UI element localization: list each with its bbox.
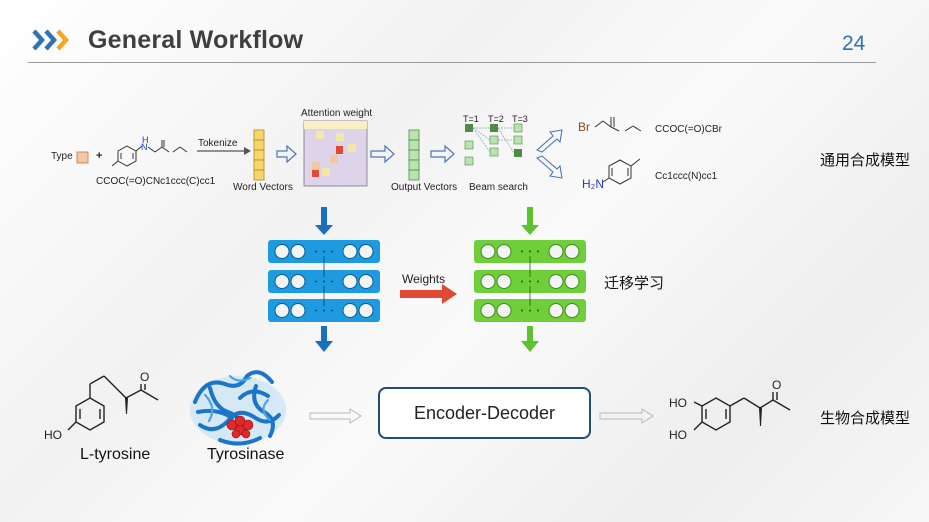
- input-molecule-structure: [111, 140, 188, 167]
- amine-h-label: H: [142, 135, 149, 145]
- hollow-arrow: [599, 408, 654, 424]
- product2-structure: [602, 158, 641, 185]
- weights-label: Weights: [402, 272, 446, 286]
- input-smiles: CCOC(=O)CNc1ccc(C)cc1: [96, 176, 216, 187]
- down-arrow-green-top: [521, 207, 539, 235]
- wedge-bond: [759, 408, 762, 426]
- hollow-arrow: [276, 144, 297, 164]
- product1-structure: [594, 117, 642, 132]
- bio-product-structure: [693, 392, 791, 431]
- beam-step-3: T=3: [512, 114, 528, 124]
- product2-smiles: Cc1ccc(N)cc1: [655, 171, 718, 182]
- tyrosinase-protein-icon: [190, 370, 286, 446]
- hollow-arrow: [370, 144, 395, 164]
- down-arrow-green-bottom: [521, 326, 539, 352]
- hollow-arrow-down: [535, 155, 563, 179]
- product-ketone-o: O: [772, 378, 782, 392]
- substrate-label: L-tyrosine: [80, 446, 151, 463]
- chevron-icon: [32, 29, 70, 51]
- source-network: [268, 240, 380, 322]
- word-vectors-label: Word Vectors: [233, 182, 293, 193]
- attention-label: Attention weight: [301, 108, 373, 119]
- beam-step-2: T=2: [488, 114, 504, 124]
- wedge-bond: [125, 398, 128, 414]
- output-vectors-column: [408, 129, 420, 181]
- type-label: Type: [51, 151, 73, 162]
- hollow-arrow-up: [535, 129, 563, 153]
- substrate-ketone-o: O: [140, 370, 150, 384]
- beam-search-label: Beam search: [469, 182, 528, 193]
- bio-model-label: 生物合成模型: [820, 410, 911, 427]
- down-arrow-blue-top: [315, 207, 333, 235]
- header-divider: [28, 62, 876, 63]
- encoder-decoder-box: Encoder-Decoder: [378, 387, 591, 439]
- attention-heatmap: [303, 120, 368, 187]
- l-tyrosine-structure: [67, 375, 159, 431]
- hollow-arrow: [430, 144, 455, 164]
- enzyme-label: Tyrosinase: [207, 446, 285, 463]
- product1-smiles: CCOC(=O)CBr: [655, 124, 722, 135]
- tokenize-label: Tokenize: [198, 138, 238, 149]
- amine-label: H₂N: [582, 177, 604, 191]
- down-arrow-blue-bottom: [315, 326, 333, 352]
- substrate-ho-label: HO: [44, 428, 62, 442]
- word-vectors-column: [253, 129, 265, 181]
- bromine-label: Br: [578, 120, 590, 134]
- page-title: General Workflow: [88, 26, 304, 54]
- product-ho-label-2: HO: [669, 428, 687, 442]
- amine-n-label: N: [141, 142, 148, 152]
- target-network: [474, 240, 586, 322]
- output-vectors-label: Output Vectors: [391, 182, 458, 193]
- transfer-learning-label: 迁移学习: [604, 275, 665, 292]
- page-number: 24: [842, 32, 866, 55]
- plus-sign: +: [96, 150, 103, 162]
- general-model-label: 通用合成模型: [820, 152, 911, 169]
- type-square-icon: [76, 151, 89, 164]
- product-ho-label-1: HO: [669, 396, 687, 410]
- hollow-arrow: [309, 408, 362, 424]
- beam-search-grid: [464, 123, 523, 166]
- weights-arrow: [400, 284, 457, 304]
- beam-step-1: T=1: [463, 114, 479, 124]
- encoder-decoder-label: Encoder-Decoder: [413, 402, 556, 423]
